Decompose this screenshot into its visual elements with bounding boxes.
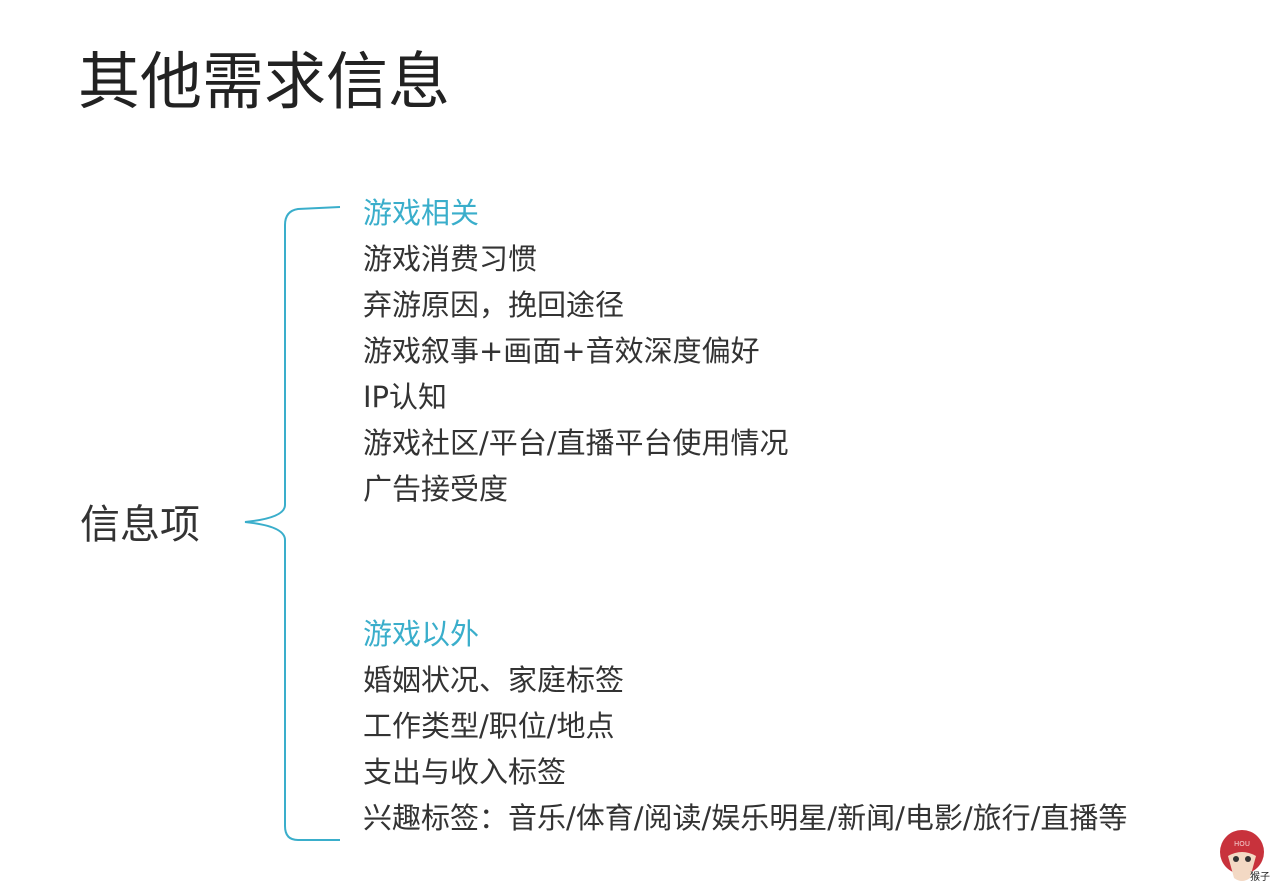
monkey-logo-icon: HOU <box>1220 830 1264 881</box>
group-game-related: 游戏相关 游戏消费习惯 弃游原因，挽回途径 游戏叙事+画面+音效深度偏好 IP认… <box>363 190 789 512</box>
root-label: 信息项 <box>80 502 200 548</box>
list-item: 工作类型/职位/地点 <box>363 709 615 743</box>
group-heading: 游戏以外 <box>363 617 480 651</box>
list-item: 游戏叙事+画面+音效深度偏好 <box>363 334 760 368</box>
list-item: 游戏消费习惯 <box>363 242 538 276</box>
group-heading: 游戏相关 <box>363 196 480 230</box>
list-item: 弃游原因，挽回途径 <box>363 288 625 322</box>
list-item: 支出与收入标签 <box>363 755 567 789</box>
list-item: IP认知 <box>363 380 448 414</box>
slide-title: 其他需求信息 <box>78 45 451 118</box>
list-item: 兴趣标签：音乐/体育/阅读/娱乐明星/新闻/电影/旅行/直播等 <box>363 801 1128 835</box>
logo-badge: HOU <box>1234 840 1250 848</box>
list-item: 婚姻状况、家庭标签 <box>363 663 625 697</box>
list-item: 广告接受度 <box>363 472 509 506</box>
list-item: 游戏社区/平台/直播平台使用情况 <box>363 426 789 460</box>
logo-text: 猴子 <box>1250 872 1270 883</box>
group-non-game: 游戏以外 婚姻状况、家庭标签 工作类型/职位/地点 支出与收入标签 兴趣标签：音… <box>363 611 1127 841</box>
